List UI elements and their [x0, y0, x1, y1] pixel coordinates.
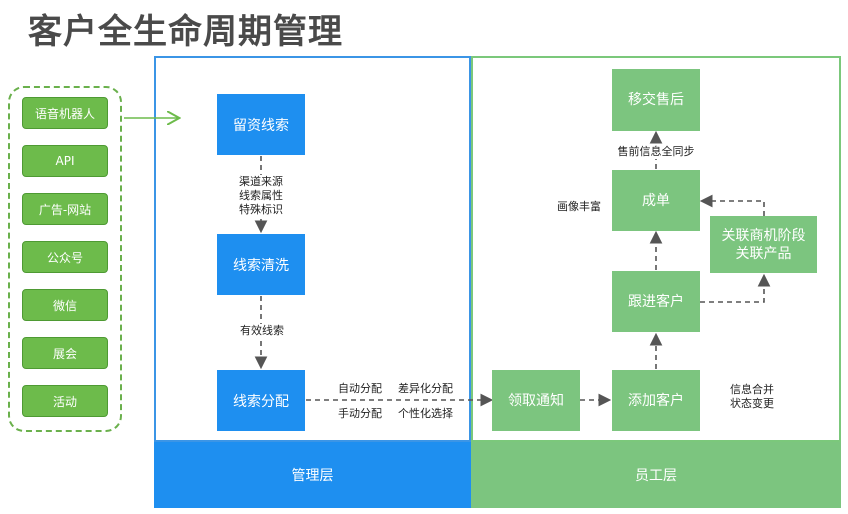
sources-group [8, 86, 122, 432]
label-special-mark: 特殊标识 [239, 203, 283, 216]
node-related[interactable]: 关联商机阶段 关联产品 [710, 216, 817, 273]
page-title: 客户全生命周期管理 [28, 12, 343, 52]
node-deal[interactable]: 成单 [612, 170, 700, 231]
node-claim-notice[interactable]: 领取通知 [492, 370, 580, 431]
management-layer-label: 管理层 [154, 442, 471, 508]
label-status-change: 状态变更 [730, 397, 774, 410]
label-info-merge-line1: 信息合并 [730, 383, 774, 396]
node-leads-assign[interactable]: 线索分配 [217, 370, 305, 431]
label-profile-rich: 画像丰富 [557, 200, 601, 213]
source-ad-website[interactable]: 广告-网站 [22, 193, 108, 225]
label-capture-to-clean: 渠道来源 线索属性 特殊标识 [230, 175, 292, 217]
label-diff-assign: 差异化分配 [398, 382, 453, 395]
label-manual-assign: 手动分配 [338, 407, 382, 420]
arrow-follow-to-related [700, 273, 771, 303]
label-info-merge: 信息合并 状态变更 [730, 383, 774, 411]
node-related-line2: 关联产品 [735, 245, 792, 262]
source-exhibition[interactable]: 展会 [22, 337, 108, 369]
source-activity[interactable]: 活动 [22, 385, 108, 417]
arrow-related-to-deal [699, 194, 765, 216]
label-valid-leads: 有效线索 [232, 324, 292, 338]
label-personal-choice: 个性化选择 [398, 407, 453, 420]
node-follow-up[interactable]: 跟进客户 [612, 271, 700, 332]
label-presale-sync: 售前信息全同步 [612, 145, 700, 159]
node-leads-cleaning[interactable]: 线索清洗 [217, 234, 305, 295]
management-panel [154, 56, 471, 442]
node-handover[interactable]: 移交售后 [612, 69, 700, 131]
source-api[interactable]: API [22, 145, 108, 177]
node-leads-capture[interactable]: 留资线索 [217, 94, 305, 155]
label-lead-attribute: 线索属性 [239, 189, 283, 202]
node-add-customer[interactable]: 添加客户 [612, 370, 700, 431]
staff-panel [471, 56, 841, 442]
label-auto-assign: 自动分配 [338, 382, 382, 395]
staff-layer-label: 员工层 [471, 442, 841, 508]
node-related-line1: 关联商机阶段 [721, 227, 806, 244]
label-channel-source: 渠道来源 [239, 175, 283, 188]
source-voice-robot[interactable]: 语音机器人 [22, 97, 108, 129]
source-wechat[interactable]: 微信 [22, 289, 108, 321]
source-official-account[interactable]: 公众号 [22, 241, 108, 273]
